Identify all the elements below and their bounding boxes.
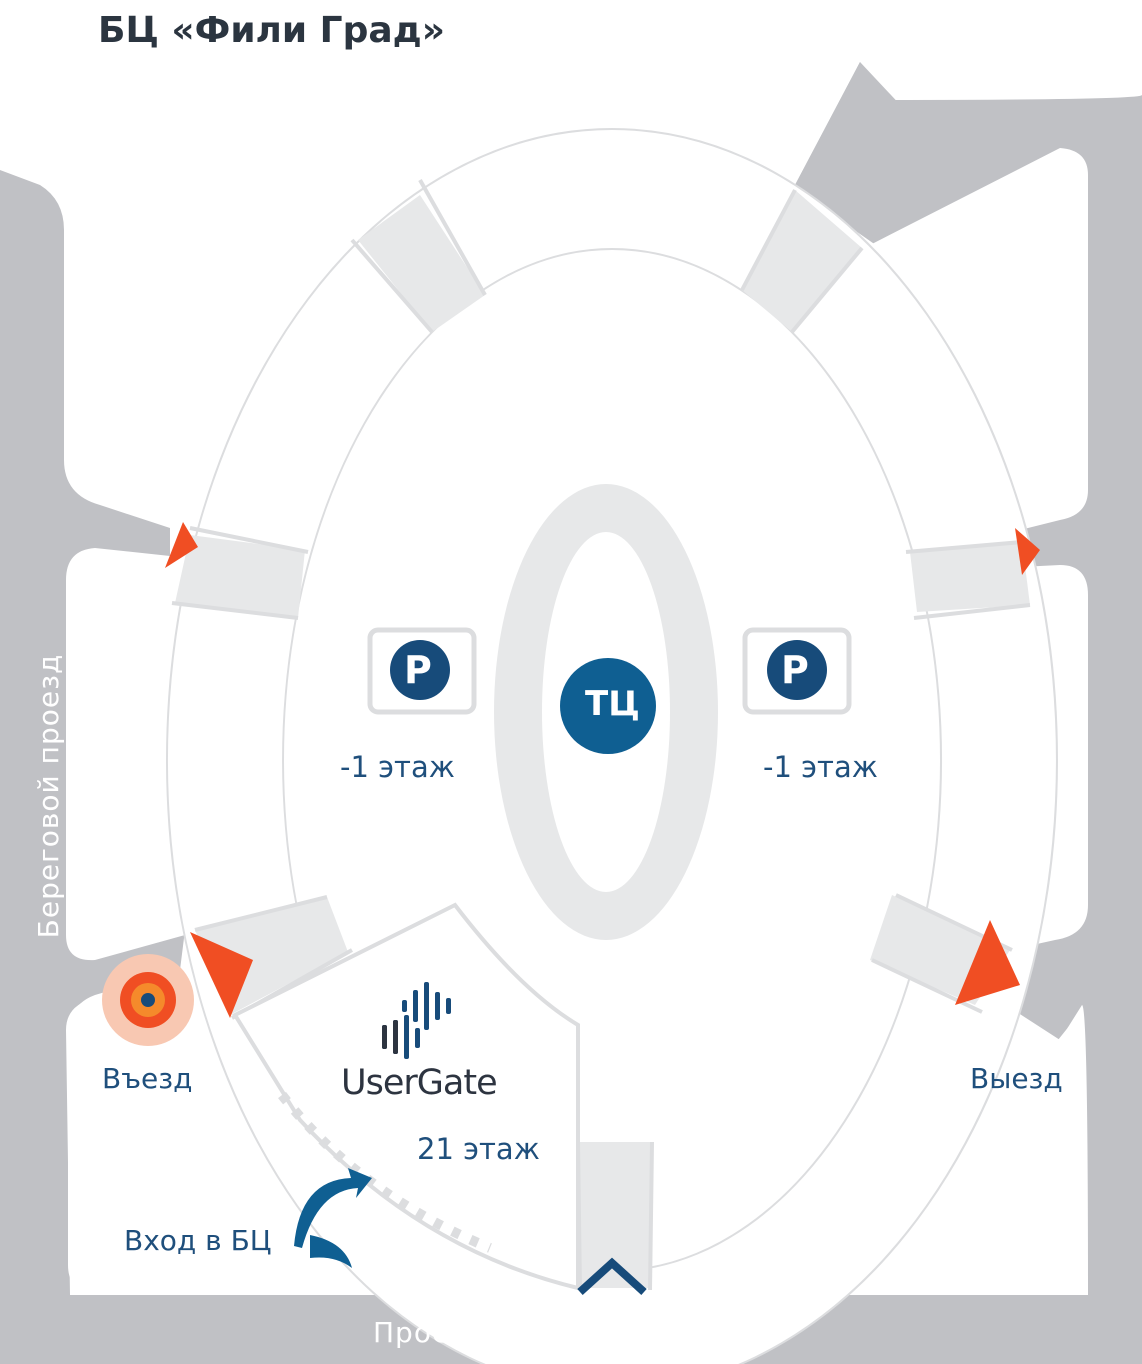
tc-circle	[560, 658, 656, 754]
chevron-up-icon	[577, 1257, 647, 1295]
top-road-wedge	[795, 62, 905, 245]
parking-icon	[390, 640, 450, 700]
parking-level-left: -1 этаж	[340, 750, 455, 784]
corridor-right-upper	[910, 542, 1030, 612]
parking-level-right: -1 этаж	[763, 750, 878, 784]
exit-arrow-icon	[1015, 528, 1040, 575]
entry-label: Въезд	[102, 1062, 193, 1095]
parking-symbol-right: P	[781, 648, 809, 692]
corridor-left-upper	[175, 535, 305, 618]
corridor-top-right	[742, 190, 862, 332]
corridor-bottom	[578, 1142, 652, 1288]
parking-icon	[767, 640, 827, 700]
exit-arrow-icon	[955, 920, 1020, 1005]
corridor-top-left	[358, 195, 485, 332]
tenant-floor: 21 этаж	[417, 1132, 540, 1166]
entry-arrow-icon	[165, 522, 198, 568]
usergate-logo-text: UserGate	[341, 1063, 498, 1103]
road-label-left: Береговой проезд	[32, 653, 65, 939]
entry-arrow-icon	[190, 932, 253, 1018]
tc-label: ТЦ	[585, 684, 640, 724]
exit-label: Выезд	[970, 1062, 1063, 1095]
entrance-label: Вход в БЦ	[124, 1224, 272, 1257]
road-label-bottom: Проектируемый проезд	[373, 1316, 745, 1349]
parking-symbol-left: P	[404, 648, 432, 692]
page-title: БЦ «Фили Град»	[98, 10, 446, 51]
usergate-dotted-edge	[278, 1091, 492, 1253]
